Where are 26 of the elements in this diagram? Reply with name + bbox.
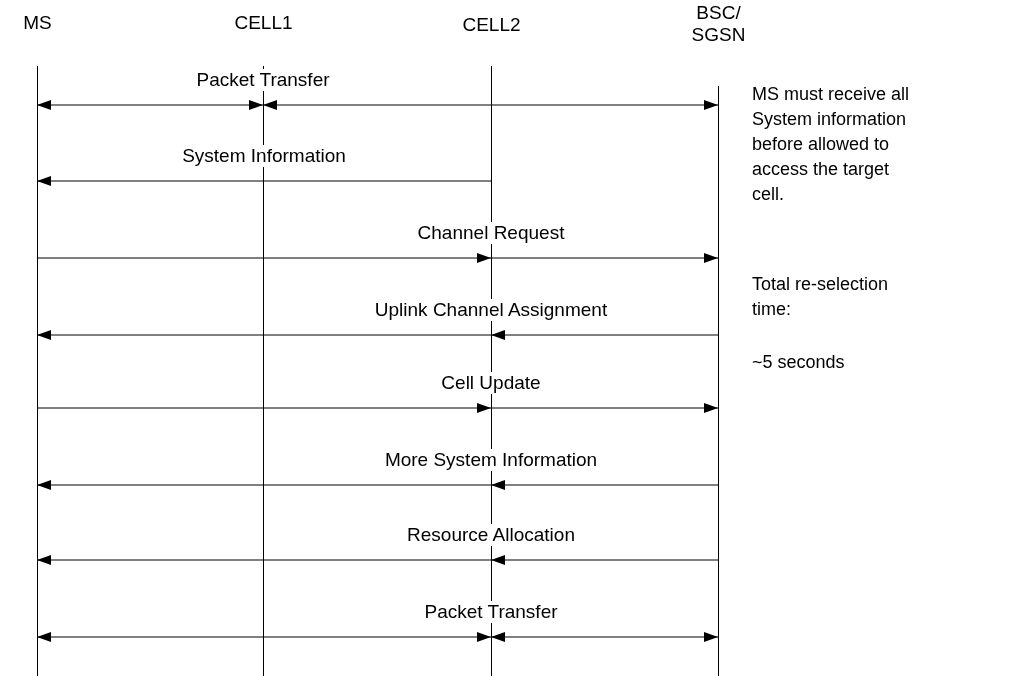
message-arrow	[490, 555, 719, 565]
message-arrow	[36, 403, 492, 413]
edge-label: Channel Request	[415, 222, 567, 244]
note-text: Total re-selection time:	[752, 273, 890, 321]
message-arrow	[490, 480, 719, 490]
lifeline-header: BSC/ SGSN	[690, 2, 747, 46]
lifeline-header: MS	[23, 12, 52, 34]
message-arrow	[262, 100, 719, 110]
message-arrow	[36, 176, 492, 186]
edge-label: System Information	[180, 145, 348, 167]
lifeline-header: CELL1	[234, 12, 293, 34]
message-arrow	[36, 632, 492, 642]
edge-label: Resource Allocation	[405, 524, 577, 546]
message-arrow	[490, 403, 719, 413]
message-arrow	[36, 480, 492, 490]
message-arrow	[490, 632, 719, 642]
edge-label: Cell Update	[439, 372, 543, 394]
message-arrow	[490, 330, 719, 340]
message-arrow	[36, 555, 492, 565]
message-arrow	[36, 253, 492, 263]
lifeline-header: CELL2	[462, 14, 521, 36]
message-arrow	[36, 330, 492, 340]
note-text: ~5 seconds	[752, 351, 846, 374]
message-arrow	[490, 253, 719, 263]
message-arrow	[36, 100, 264, 110]
note-text: MS must receive all System information before allowed to access the target cell.	[752, 83, 911, 206]
